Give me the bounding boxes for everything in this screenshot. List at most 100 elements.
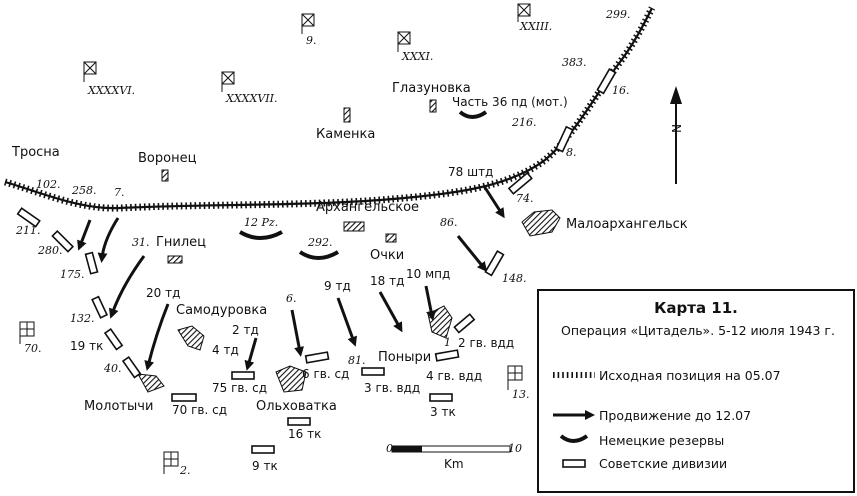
soviet-div-6gvsd: 6 гв. сд	[302, 367, 349, 381]
german-div-20td: 20 тд	[146, 286, 180, 300]
german-div-6: 6.	[286, 292, 297, 305]
soviet-div-74: 74.	[516, 192, 534, 205]
soviet-div-3gvvdd: 3 гв. вдд	[364, 381, 420, 395]
german-div-102: 102.	[36, 178, 61, 191]
settlement-voronets	[161, 169, 169, 182]
german-hq-flag-icon: XXXI.	[397, 31, 433, 63]
soviet-div-2gvvdd: 2 гв. вдд	[458, 336, 514, 350]
svg-text:0: 0	[386, 442, 393, 455]
soviet-div-16: 16.	[612, 84, 630, 97]
legend-item-german-reserves: Немецкие резервы	[599, 433, 725, 448]
legend-item-soviet-divisions: Советские дивизии	[599, 456, 728, 471]
soviet-div-1: 1	[444, 336, 451, 349]
german-div-216: 216.	[511, 116, 537, 129]
advance-arrows	[77, 185, 505, 371]
german-hq-flag-icon: XXIII.	[517, 3, 552, 33]
settlement-ochki	[385, 233, 397, 243]
soviet-div-70gvsd: 70 гв. сд	[172, 403, 227, 417]
front-line-teeth	[4, 6, 656, 212]
german-reserves-icon	[559, 434, 589, 443]
german-hq-flag-icon: XXXXVI.	[83, 61, 135, 97]
settlement-glazunovka	[429, 99, 437, 113]
german-reserve-292: 292.	[307, 236, 333, 249]
place-ponyri: Поныри	[378, 350, 431, 365]
legend-title: Карта 11.	[654, 299, 738, 317]
place-kamenka: Каменка	[316, 127, 375, 142]
german-div-9td: 9 тд	[324, 279, 351, 293]
place-ochki: Очки	[370, 248, 404, 263]
german-div-299: 299.	[605, 8, 631, 21]
settlement-arkhangelskoe	[343, 221, 365, 232]
soviet-div-175: 175.	[60, 268, 85, 281]
german-div-10mpd: 10 мпд	[406, 267, 450, 281]
german-reserve-arc	[458, 110, 488, 119]
settlement-samodurovka	[177, 325, 205, 351]
soviet-army-hq-icon: 70.	[19, 321, 42, 355]
svg-text:N: N	[669, 124, 683, 133]
scale-bar: 0 10 Km	[386, 442, 522, 471]
soviet-army-hq-icon: 2.	[163, 451, 191, 477]
settlement-molotychi	[137, 373, 165, 393]
soviet-div-9tk: 9 тк	[252, 459, 278, 473]
place-olkhovatka: Ольховатка	[256, 399, 337, 414]
german-reserve-12pz: 12 Pz.	[244, 216, 278, 229]
svg-text:70.: 70.	[24, 342, 42, 355]
german-hq-flag-icon: 9.	[301, 13, 317, 47]
german-div-383: 383.	[562, 56, 587, 69]
advance-arrow-icon	[553, 410, 595, 420]
place-maloarkhangelsk: Малоархангельск	[566, 217, 688, 232]
settlement-maloarkhangelsk	[521, 209, 561, 237]
soviet-div-3tk: 3 тк	[430, 405, 456, 419]
settlement-gnilets	[167, 255, 183, 264]
soviet-div-280: 280.	[37, 244, 63, 257]
soviet-div-19tk: 19 тк	[70, 339, 103, 353]
german-div-78shtd: 78 штд	[448, 165, 493, 179]
german-div-258: 258.	[71, 184, 97, 197]
svg-text:2.: 2.	[179, 464, 191, 477]
settlement-olkhovatka	[275, 365, 307, 393]
place-samodurovka: Самодуровка	[176, 303, 267, 318]
svg-text:10: 10	[508, 442, 522, 455]
soviet-div-211: 211.	[15, 224, 41, 237]
soviet-div-132: 132.	[70, 312, 95, 325]
soviet-division-icon	[562, 459, 586, 468]
german-div-4td: 4 тд	[212, 343, 239, 357]
settlement-kamenka	[343, 107, 351, 123]
place-arkhangelskoe: Архангельское	[316, 200, 419, 215]
front-line-icon	[553, 372, 595, 378]
german-div-86: 86.	[440, 216, 458, 229]
legend-item-front-line: Исходная позиция на 05.07	[599, 368, 781, 383]
german-hq-flag-icon: XXXXVII.	[221, 71, 277, 105]
place-voronets: Воронец	[138, 151, 197, 166]
legend-item-advance: Продвижение до 12.07	[599, 408, 752, 423]
soviet-div-148: 148.	[502, 272, 527, 285]
soviet-div-81: 81.	[348, 354, 366, 367]
north-arrow-icon: N	[669, 86, 683, 184]
soviet-div-75gvsd: 75 гв. сд	[212, 381, 267, 395]
german-div-18td: 18 тд	[370, 274, 404, 288]
german-div-31: 31.	[132, 236, 150, 249]
soviet-div-40: 40.	[103, 362, 122, 375]
soviet-army-hq-icon: 13.	[507, 365, 530, 401]
german-div-2td: 2 тд	[232, 323, 259, 337]
german-reserve-arc	[298, 250, 340, 260]
place-gnilets: Гнилец	[156, 235, 206, 250]
german-div-36pd: Часть 36 пд (мот.)	[452, 95, 568, 109]
svg-text:XXIII.: XXIII.	[519, 20, 552, 33]
place-molotychi: Молотычи	[84, 399, 153, 414]
svg-text:9.: 9.	[306, 34, 317, 47]
soviet-division-bars	[16, 68, 617, 454]
svg-text:XXXXVII.: XXXXVII.	[225, 92, 277, 105]
german-div-7: 7.	[114, 186, 125, 199]
soviet-div-8: 8.	[566, 146, 577, 159]
place-glazunovka: Глазуновка	[392, 81, 471, 96]
map-legend: Карта 11. Операция «Цитадель». 5-12 июля…	[537, 289, 855, 493]
soviet-div-16tk: 16 тк	[288, 427, 321, 441]
svg-text:13.: 13.	[512, 388, 530, 401]
svg-text:Km: Km	[444, 457, 464, 471]
legend-subtitle: Операция «Цитадель». 5-12 июля 1943 г.	[561, 323, 835, 338]
svg-text:XXXI.: XXXI.	[401, 50, 433, 63]
svg-text:XXXXVI.: XXXXVI.	[87, 84, 135, 97]
soviet-div-4gvvdd: 4 гв. вдд	[426, 369, 482, 383]
